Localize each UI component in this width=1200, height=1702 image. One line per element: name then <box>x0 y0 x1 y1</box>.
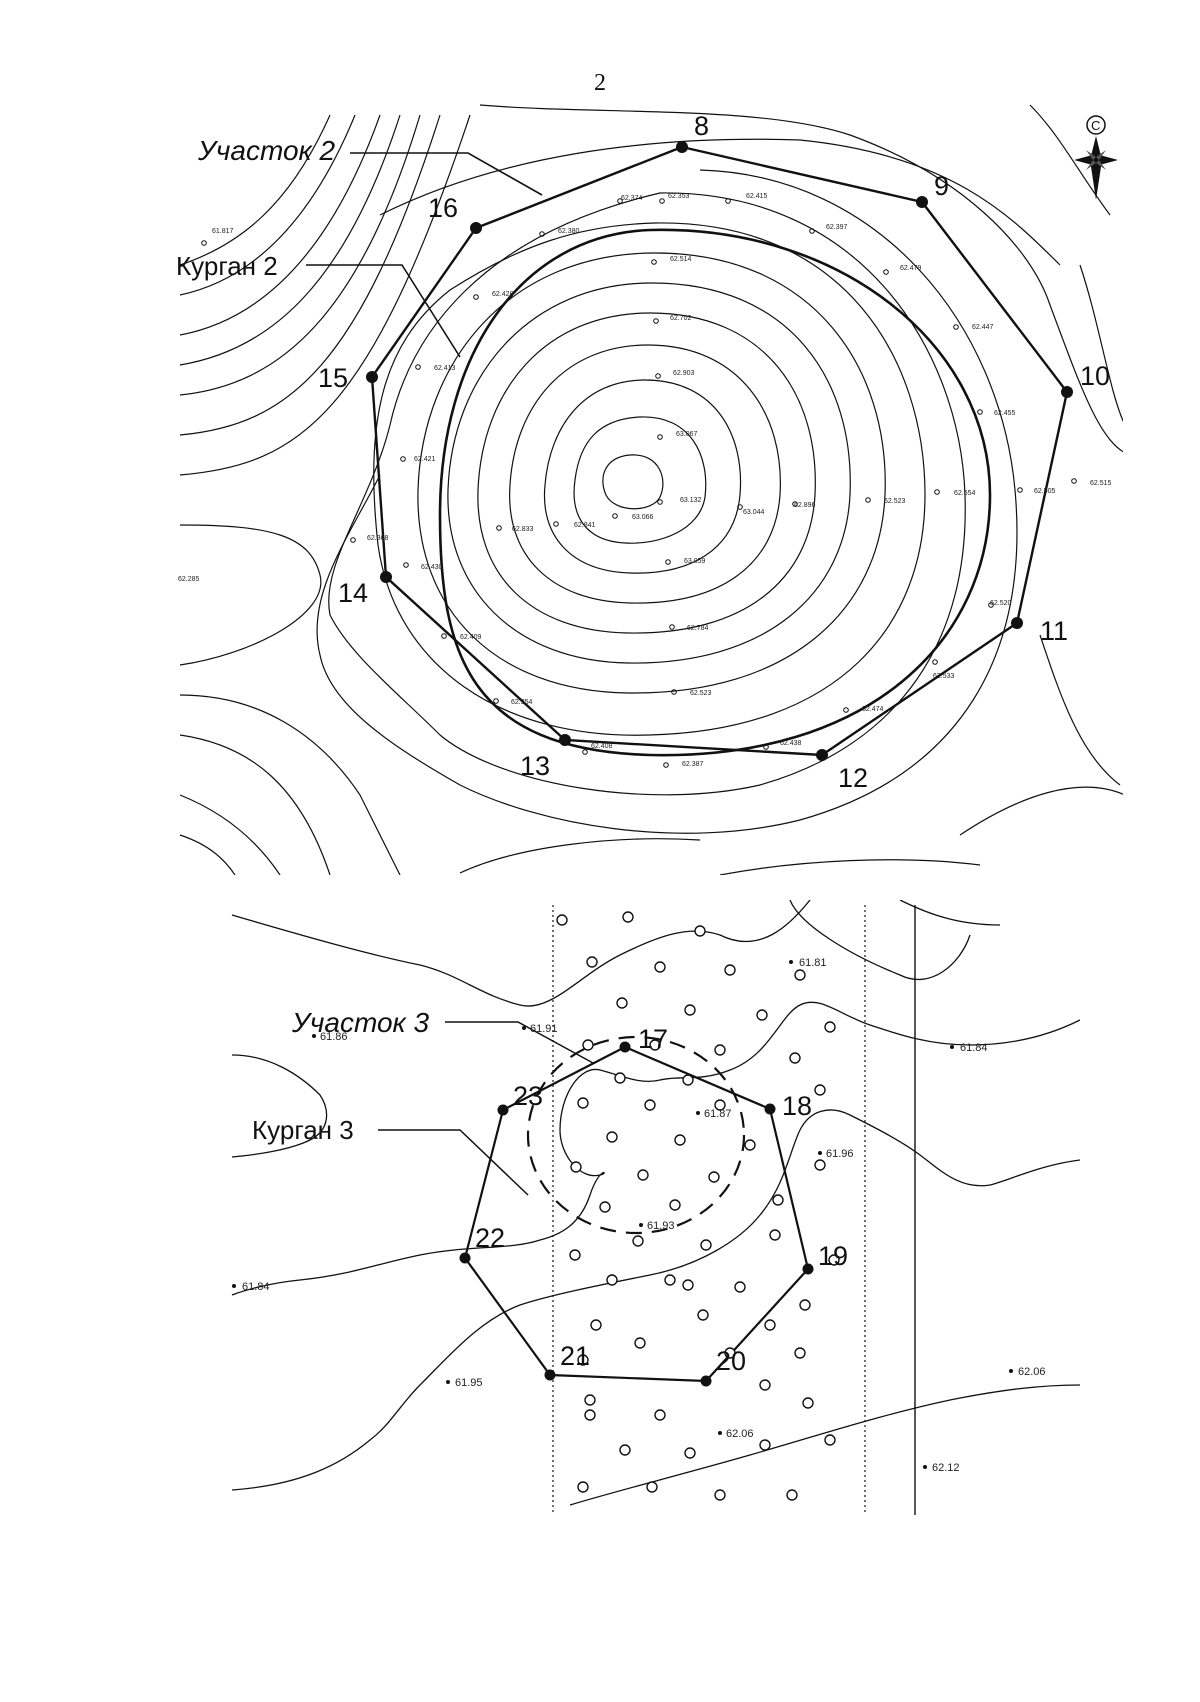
elevation-value: 62.12 <box>932 1462 960 1474</box>
elevation-value: 62.479 <box>900 265 922 272</box>
elevation-value: 62.415 <box>746 193 768 200</box>
elevation-value: 62.368 <box>367 535 389 542</box>
elevation-value: 61.87 <box>704 1108 732 1120</box>
elevation-value: 62.380 <box>558 228 580 235</box>
elevation-value: 61.96 <box>826 1148 854 1160</box>
elevation-labels: 61.817 62.374 62.353 62.415 62.397 62.38… <box>178 193 1112 768</box>
sample-points <box>556 911 840 1501</box>
elevation-value: 61.95 <box>455 1377 483 1389</box>
elevation-value: 62.447 <box>972 324 994 331</box>
map-2-canvas: 8 9 10 11 12 13 14 15 16 Участок 2 Курга… <box>176 104 1123 875</box>
elevation-value: 62.455 <box>994 410 1016 417</box>
elevation-value: 61.817 <box>212 228 234 235</box>
vertex-label: 11 <box>1040 616 1068 646</box>
vertex-label: 22 <box>475 1223 505 1253</box>
elevation-value: 62.533 <box>933 673 955 680</box>
mound-boundary <box>526 1035 746 1235</box>
elevation-value: 62.903 <box>673 370 695 377</box>
elevation-value: 63.067 <box>676 431 698 438</box>
elevation-value: 62.438 <box>780 740 802 747</box>
elevation-value: 61.91 <box>530 1023 558 1035</box>
elevation-value: 62.387 <box>682 761 704 768</box>
elevation-value: 62.523 <box>690 690 712 697</box>
elevation-value: 62.523 <box>884 498 906 505</box>
leader-lines <box>306 152 543 358</box>
site-label: Участок 3 <box>291 1007 430 1038</box>
elevation-value: 62.515 <box>1090 480 1112 487</box>
elevation-value: 62.514 <box>670 256 692 263</box>
elevation-value: 62.784 <box>687 625 709 632</box>
site-boundary-polygon <box>463 1045 810 1383</box>
elevation-value: 62.354 <box>511 699 533 706</box>
mound-label: Курган 3 <box>252 1115 354 1145</box>
vertex-labels: 8 9 10 11 12 13 14 15 16 <box>318 111 1110 793</box>
elevation-value: 62.474 <box>862 706 884 713</box>
elevation-value: 62.520 <box>990 600 1012 607</box>
elevation-value: 62.285 <box>178 576 200 583</box>
vertex-label: 16 <box>428 193 458 223</box>
vertex-label: 10 <box>1080 361 1110 391</box>
site-label: Участок 2 <box>197 135 336 166</box>
elevation-value: 61.93 <box>647 1220 675 1232</box>
svg-text:С: С <box>1091 118 1100 133</box>
elevation-value: 63.044 <box>743 509 765 516</box>
page-number: 2 <box>594 70 606 96</box>
vertex-label: 15 <box>318 363 348 393</box>
elevation-value: 62.833 <box>512 526 534 533</box>
elevation-value: 62.408 <box>591 743 613 750</box>
elevation-value: 61.84 <box>242 1281 270 1293</box>
elevation-value: 62.841 <box>574 522 596 529</box>
topographic-map-kurgan-3: 17 18 19 20 21 22 23 Участок 3 Курган 3 … <box>0 895 1200 1555</box>
map-3-canvas: 17 18 19 20 21 22 23 Участок 3 Курган 3 … <box>231 900 1080 1515</box>
vertex-label: 12 <box>838 763 868 793</box>
vertex-label: 9 <box>934 171 949 201</box>
elevation-value: 63.066 <box>632 514 654 521</box>
elevation-value: 61.81 <box>799 957 827 969</box>
vertex-label: 18 <box>782 1091 812 1121</box>
mound-boundary <box>438 228 992 757</box>
elevation-value: 62.430 <box>421 564 443 571</box>
elevation-value: 62.374 <box>621 195 643 202</box>
leader-lines <box>378 1021 594 1196</box>
elevation-labels: 61.81 61.91 61.86 61.84 61.87 61.96 61.9… <box>242 957 1046 1474</box>
elevation-value: 63.132 <box>680 497 702 504</box>
elevation-points <box>232 960 1013 1469</box>
vertex-label: 8 <box>694 111 709 141</box>
elevation-value: 62.554 <box>954 490 976 497</box>
vertex-points <box>459 1041 814 1387</box>
vertex-label: 20 <box>716 1346 746 1376</box>
elevation-value: 62.505 <box>1034 488 1056 495</box>
elevation-value: 62.702 <box>670 315 692 322</box>
north-arrow-icon: С <box>1074 115 1118 200</box>
elevation-value: 62.353 <box>668 193 690 200</box>
vertex-labels: 17 18 19 20 21 22 23 <box>475 1024 848 1376</box>
elevation-points <box>201 198 1077 768</box>
survey-grid-lines <box>552 905 866 1515</box>
mound-label: Курган 2 <box>176 251 278 281</box>
elevation-value: 62.397 <box>826 224 848 231</box>
elevation-value: 62.06 <box>726 1428 754 1440</box>
elevation-value: 62.413 <box>434 365 456 372</box>
contour-lines <box>179 104 1123 875</box>
vertex-label: 21 <box>560 1341 590 1371</box>
elevation-value: 62.421 <box>414 456 436 463</box>
elevation-value: 62.06 <box>1018 1366 1046 1378</box>
vertex-label: 13 <box>520 751 550 781</box>
elevation-value: 61.84 <box>960 1042 988 1054</box>
elevation-value: 63.059 <box>684 558 706 565</box>
elevation-value: 62.896 <box>794 502 816 509</box>
vertex-points <box>366 141 1073 761</box>
elevation-value: 61.86 <box>320 1031 348 1043</box>
vertex-label: 19 <box>818 1241 848 1271</box>
elevation-value: 62.409 <box>460 634 482 641</box>
vertex-label: 17 <box>638 1024 668 1054</box>
site-boundary-polygon <box>370 145 1069 757</box>
topographic-map-kurgan-2: 8 9 10 11 12 13 14 15 16 Участок 2 Курга… <box>0 95 1200 880</box>
vertex-label: 14 <box>338 578 368 608</box>
vertex-label: 23 <box>513 1081 543 1111</box>
elevation-value: 62.428 <box>492 291 514 298</box>
